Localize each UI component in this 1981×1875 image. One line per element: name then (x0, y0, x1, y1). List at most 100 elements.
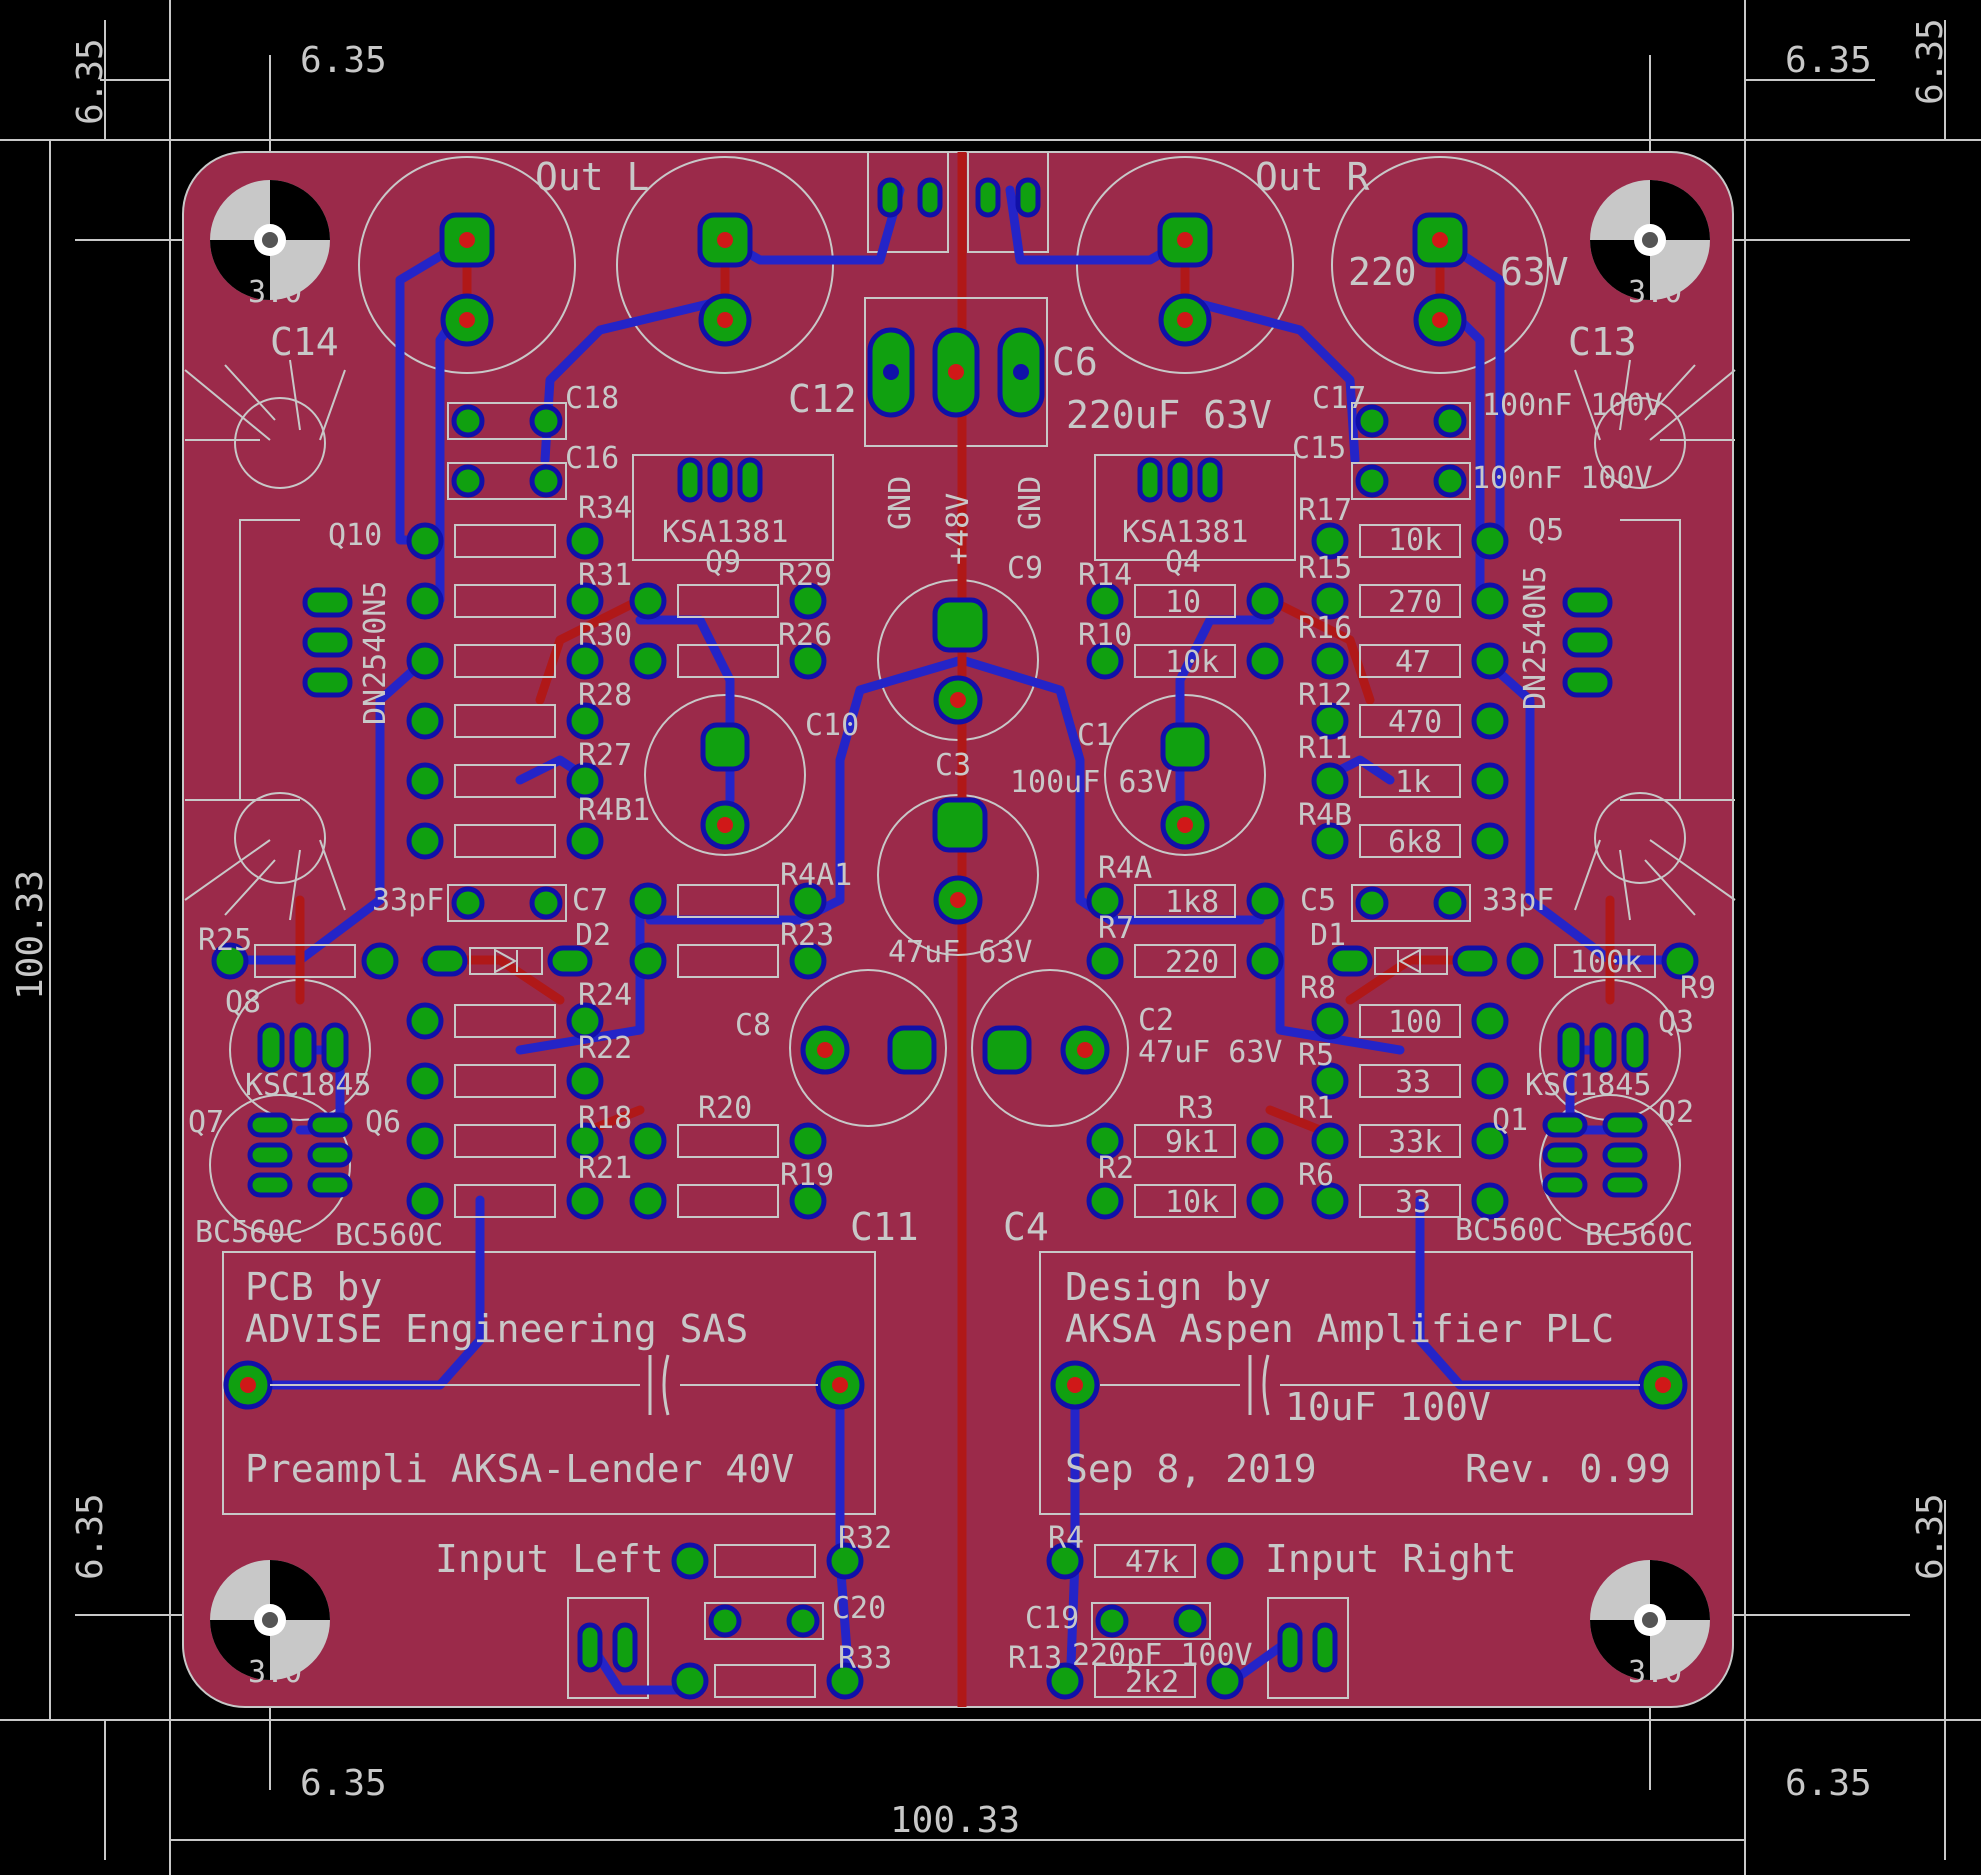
cap-pads-c9-icon (932, 597, 988, 725)
credits-right-line2: AKSA Aspen Amplifier PLC (1065, 1307, 1614, 1351)
dim-bottom-left: 6.35 (300, 1763, 387, 1804)
label-10uf: 10uF 100V (1285, 1385, 1491, 1429)
dim-vert-bl: 6.35 (70, 1493, 111, 1580)
label-q7: Q7 (188, 1105, 224, 1140)
value-6k8: 6k8 (1388, 825, 1442, 860)
label-r15: R15 (1298, 551, 1352, 586)
credits-left-line3: Preampli AKSA-Lender 40V (245, 1447, 794, 1491)
label-r25: R25 (198, 923, 252, 958)
value-10k-2: 10k (1165, 645, 1219, 680)
cap-pads-c14-icon (439, 212, 495, 347)
mounting-hole-bl-icon (210, 1560, 330, 1680)
value-100: 100 (1388, 1005, 1442, 1040)
label-c3: C3 (935, 748, 971, 783)
bc-left-icon (247, 1112, 353, 1198)
heatsink-left-icon (184, 359, 346, 921)
label-r19: R19 (780, 1158, 834, 1193)
label-c7: C7 (572, 883, 608, 918)
label-q3: Q3 (1658, 1005, 1694, 1040)
value-270: 270 (1388, 585, 1442, 620)
label-r16: R16 (1298, 611, 1352, 646)
label-r34: R34 (578, 491, 632, 526)
label-r31: R31 (578, 558, 632, 593)
label-c15: C15 (1292, 431, 1346, 466)
label-c18: C18 (565, 381, 619, 416)
diode-d1-icon (1327, 945, 1498, 977)
label-out-left: Out L (535, 155, 649, 199)
label-r27: R27 (578, 738, 632, 773)
label-33pf-right: 33pF (1482, 883, 1554, 918)
credits-left-line1: PCB by (245, 1265, 382, 1309)
cap-pads-c4-icon (1050, 1360, 1688, 1410)
label-r12: R12 (1298, 678, 1352, 713)
value-47: 47 (1395, 645, 1431, 680)
label-c9: C9 (1007, 551, 1043, 586)
label-r22: R22 (578, 1031, 632, 1066)
label-out-right: Out R (1255, 155, 1370, 199)
value-10k-3: 10k (1165, 1185, 1219, 1220)
dim-vert-br: 6.35 (1910, 1493, 1951, 1580)
label-gnd-1: GND (883, 476, 918, 530)
dim-height: 100.33 (10, 870, 51, 1000)
value-33: 33 (1395, 1065, 1431, 1100)
label-r26: R26 (778, 618, 832, 653)
label-r4b1: R4B1 (578, 793, 650, 828)
label-r18: R18 (578, 1101, 632, 1136)
label-r8: R8 (1300, 971, 1336, 1006)
label-q1: Q1 (1492, 1103, 1528, 1138)
value-1k8: 1k8 (1165, 885, 1219, 920)
label-d2: D2 (575, 918, 611, 953)
label-ksa-right: KSA1381 (1122, 515, 1248, 550)
label-q5: Q5 (1528, 513, 1564, 548)
credits-right-line1: Design by (1065, 1265, 1271, 1309)
label-r29: R29 (778, 558, 832, 593)
label-r17: R17 (1298, 493, 1352, 528)
label-q6: Q6 (365, 1105, 401, 1140)
label-100nf-b: 100nF 100V (1472, 461, 1653, 496)
label-r28: R28 (578, 678, 632, 713)
dim-width: 100.33 (890, 1800, 1020, 1841)
label-c13: C13 (1568, 320, 1637, 364)
label-r5: R5 (1298, 1038, 1334, 1073)
label-c11: C11 (850, 1205, 919, 1249)
label-r14: R14 (1078, 558, 1132, 593)
label-c2: C2 (1138, 1003, 1174, 1038)
label-100nf-a: 100nF 100V (1482, 388, 1663, 423)
label-47uf-b: 47uF 63V (1138, 1035, 1283, 1070)
label-r4a: R4A (1098, 851, 1152, 886)
value-100k: 100k (1570, 945, 1642, 980)
input-connector-right-icon (1277, 1622, 1338, 1673)
label-bc560c-2: BC560C (335, 1218, 443, 1253)
label-c8: C8 (735, 1008, 771, 1043)
value-220: 220 (1165, 945, 1219, 980)
silkscreen-labels: Out L Out R C14 C13 220 63V C12 C6 220uF… (188, 155, 1716, 1676)
dim-top-right: 6.35 (1785, 40, 1872, 81)
resistors-left (254, 524, 816, 1698)
value-10: 10 (1165, 585, 1201, 620)
label-c17: C17 (1312, 381, 1366, 416)
label-q10: Q10 (328, 518, 382, 553)
label-r21: R21 (578, 1151, 632, 1186)
label-r7: R7 (1098, 911, 1134, 946)
value-33k: 33k (1388, 1125, 1442, 1160)
diode-d2-icon (422, 945, 593, 977)
input-connector-left-icon (577, 1622, 638, 1673)
label-r2: R2 (1098, 1151, 1134, 1186)
label-bc560c-3: BC560C (1455, 1213, 1563, 1248)
label-r24: R24 (578, 978, 632, 1013)
ksa-left-icon (677, 457, 763, 503)
label-bc560c-4: BC560C (1585, 1218, 1693, 1253)
label-d1: D1 (1310, 918, 1346, 953)
label-q8: Q8 (225, 985, 261, 1020)
cap-pads-c8-icon (800, 1025, 937, 1075)
ksc-right-icon (1557, 1022, 1649, 1073)
label-c19: C19 (1025, 1601, 1079, 1636)
dim-bottom-right: 6.35 (1785, 1763, 1872, 1804)
label-r23: R23 (780, 918, 834, 953)
small-caps (447, 402, 1471, 1640)
label-q4: Q4 (1165, 545, 1201, 580)
hole-label-bl: 3.0 (248, 1655, 302, 1690)
label-r4b: R4B (1298, 798, 1352, 833)
